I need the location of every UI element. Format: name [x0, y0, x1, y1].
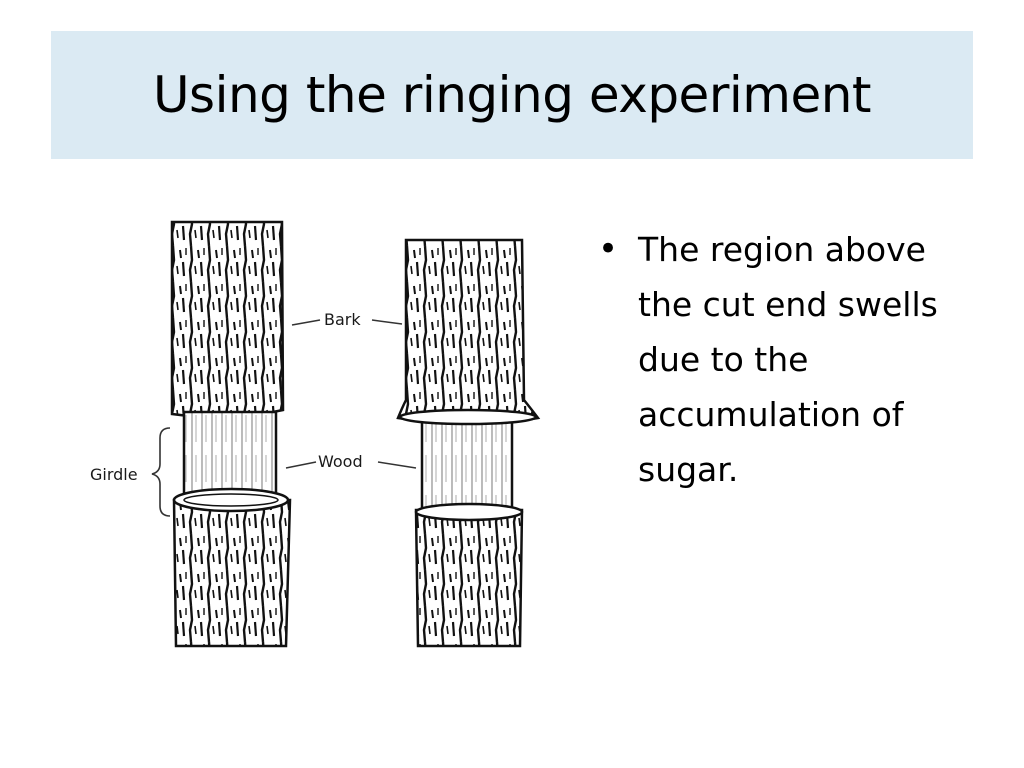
bullet-list: • The region above the cut end swells du…	[598, 222, 988, 497]
bullet-item: • The region above the cut end swells du…	[598, 222, 988, 497]
left-exposed-wood	[182, 410, 278, 504]
bark-leader-left	[291, 319, 321, 326]
ringing-diagram: Bark Wood Girdle	[80, 210, 590, 660]
right-upper-bark-swollen	[396, 238, 541, 426]
wood-leader-left	[285, 461, 317, 469]
left-stem	[170, 220, 292, 648]
left-lower-bark	[172, 498, 292, 648]
right-cut-edge	[414, 502, 524, 522]
bullet-text: The region above the cut end swells due …	[638, 230, 938, 489]
girdle-label: Girdle	[90, 465, 138, 484]
ringing-diagram-svg: Bark Wood Girdle	[90, 220, 541, 648]
slide-title: Using the ringing experiment	[152, 66, 872, 124]
title-bar: Using the ringing experiment	[51, 31, 973, 159]
girdle-brace	[151, 427, 171, 517]
wood-leader-right	[377, 461, 417, 469]
right-stem	[396, 238, 541, 648]
right-swelling-edge	[398, 408, 538, 426]
right-lower-bark	[414, 508, 524, 648]
left-cut-inner	[183, 493, 279, 507]
bark-label: Bark	[324, 310, 361, 329]
bullet-marker: •	[598, 229, 619, 269]
bark-leader-right	[371, 319, 403, 325]
right-exposed-wood	[420, 418, 514, 514]
wood-label: Wood	[318, 452, 363, 471]
left-upper-bark	[170, 220, 285, 419]
